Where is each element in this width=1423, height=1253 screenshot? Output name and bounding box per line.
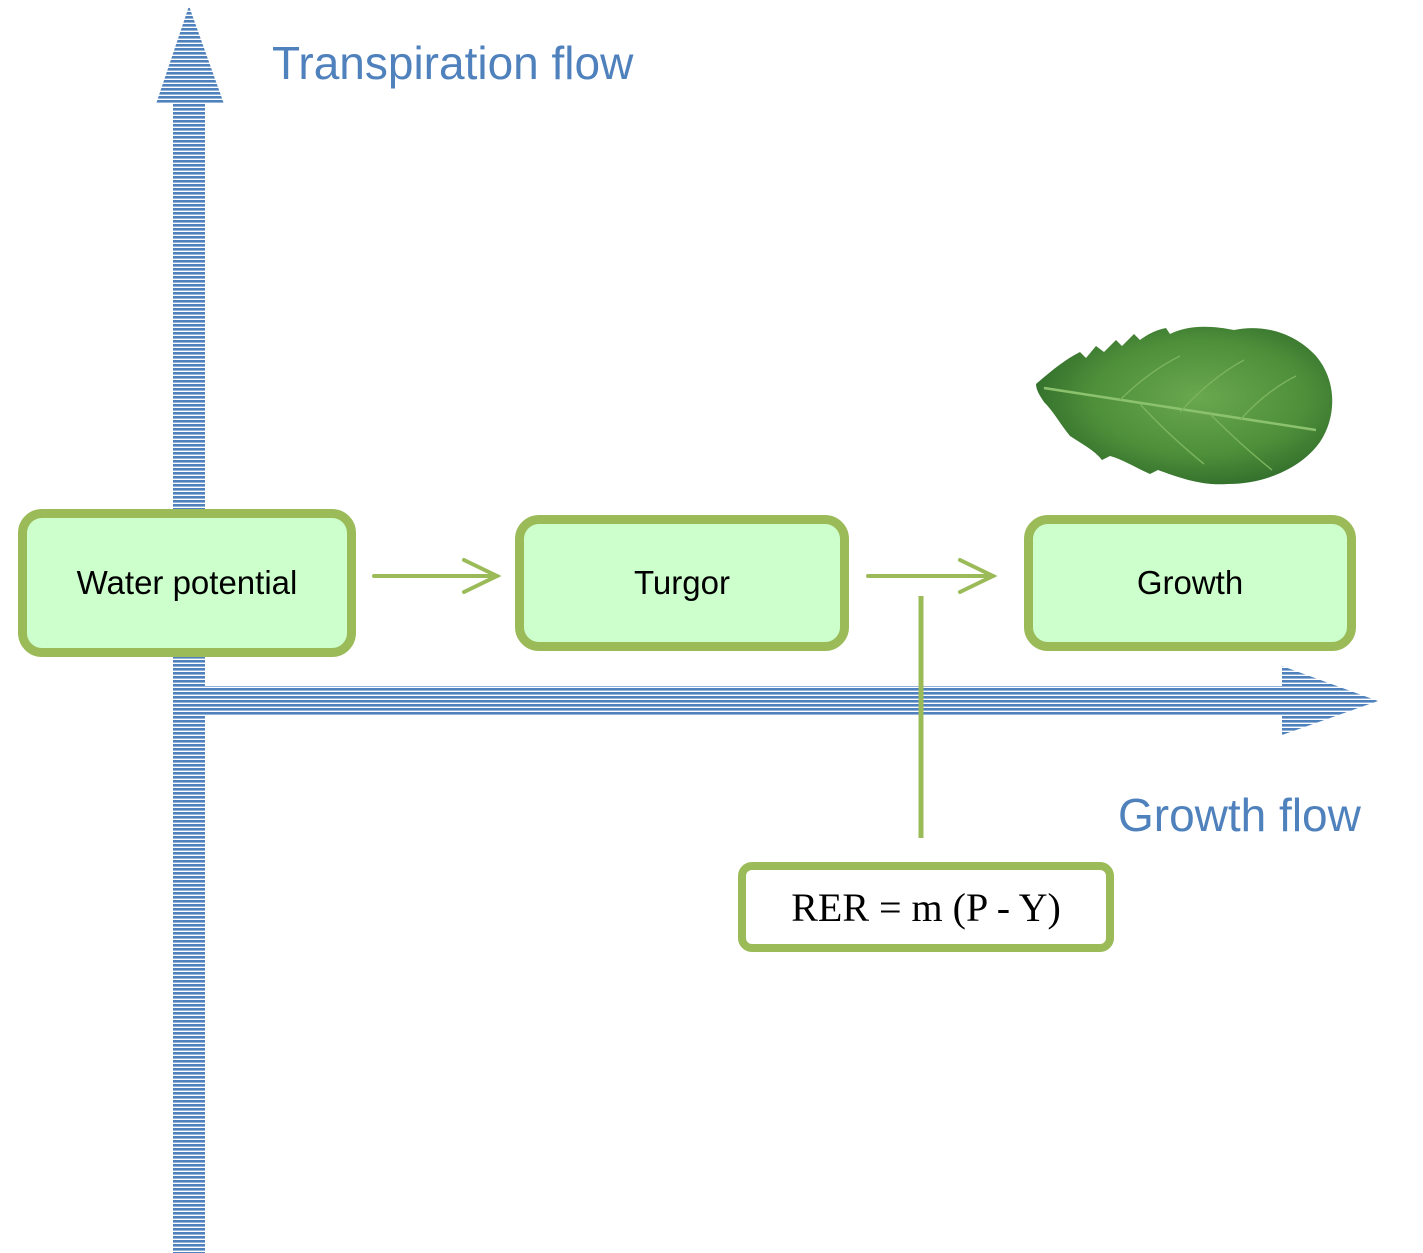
water-potential-label: Water potential — [76, 564, 298, 601]
transpiration-axis-arrow — [156, 6, 224, 1253]
growth-label: Growth — [1136, 564, 1244, 601]
formula-text: RER = m (P - Y) — [791, 884, 1061, 930]
transpiration-flow-label: Transpiration flow — [272, 37, 634, 89]
water-potential-box: Water potential — [18, 509, 356, 657]
leaf-icon — [1036, 326, 1333, 485]
formula-box: RER = m (P - Y) — [738, 862, 1114, 952]
growth-axis-arrow — [173, 666, 1378, 735]
growth-flow-label: Growth flow — [1118, 789, 1361, 841]
growth-box: Growth — [1024, 515, 1356, 651]
turgor-box: Turgor — [515, 515, 849, 651]
arrow-turgor-to-growth — [866, 558, 998, 594]
turgor-label: Turgor — [634, 564, 730, 601]
arrow-water-to-turgor — [372, 558, 502, 594]
